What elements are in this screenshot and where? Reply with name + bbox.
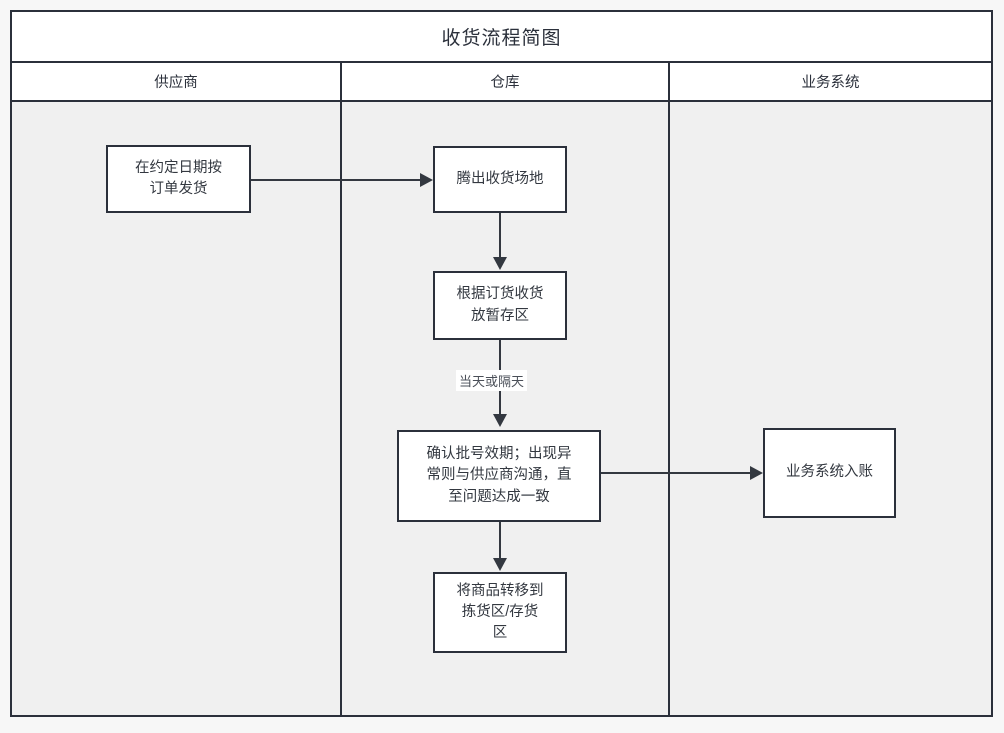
- node-ship-on-agreed-date[interactable]: 在约定日期按 订单发货: [106, 145, 251, 213]
- edge-ship-to-clear-arrowhead: [420, 173, 433, 187]
- edge-clear-to-receive-line: [499, 213, 501, 259]
- node-verify-batch-and-expiry[interactable]: 确认批号效期；出现异 常则与供应商沟通，直 至问题达成一致: [397, 430, 601, 522]
- lane-header-row: 供应商 仓库 业务系统: [12, 63, 991, 102]
- node-clear-receiving-area[interactable]: 腾出收货场地: [433, 146, 567, 213]
- lane-header-warehouse: 仓库: [340, 63, 668, 100]
- node-transfer-to-picking-or-storage[interactable]: 将商品转移到 拣货区/存货 区: [433, 572, 567, 653]
- edge-clear-to-receive-arrowhead: [493, 257, 507, 270]
- edge-verify-to-transfer-line: [499, 522, 501, 560]
- lane-header-supplier: 供应商: [154, 75, 198, 91]
- diagram-title: 收货流程简图: [12, 12, 991, 63]
- node-receive-to-temp-storage[interactable]: 根据订货收货 放暂存区: [433, 271, 567, 340]
- edge-verify-to-erp-arrowhead: [750, 466, 763, 480]
- edge-ship-to-clear-line: [251, 179, 421, 181]
- edge-verify-to-erp-line: [601, 472, 751, 474]
- lane-header-business-system: 业务系统: [668, 63, 991, 100]
- edge-label-same-or-next-day: 当天或隔天: [456, 370, 528, 391]
- edge-verify-to-transfer-arrowhead: [493, 558, 507, 571]
- node-business-system-posting[interactable]: 业务系统入账: [763, 428, 896, 518]
- lane-separator-2: [668, 102, 670, 715]
- edge-receive-to-verify-arrowhead: [493, 414, 507, 427]
- lane-separator-1: [340, 102, 342, 715]
